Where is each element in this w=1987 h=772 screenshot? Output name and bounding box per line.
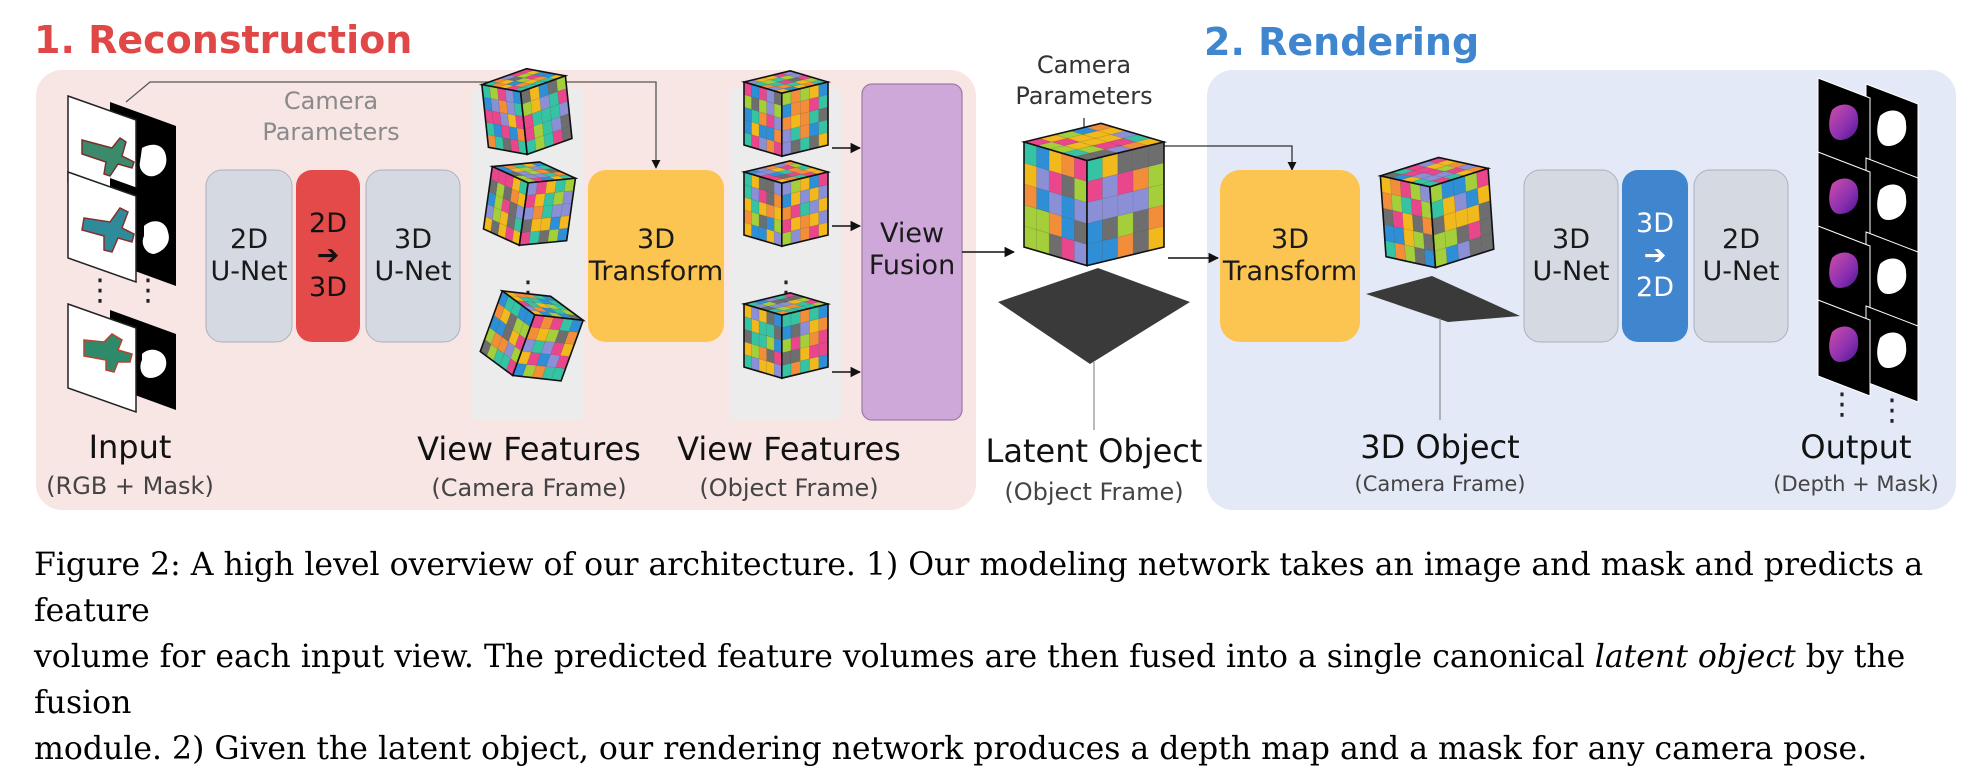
input-images: ⋮ ⋮ <box>67 94 176 414</box>
unet-3d-render-box <box>1523 169 1619 343</box>
camera-parameters-center-label: Camera Parameters <box>1015 51 1153 110</box>
latent-object-cube <box>1020 122 1168 267</box>
output-images <box>1817 77 1919 403</box>
figure-caption-line-2: volume for each input view. The predicte… <box>34 634 1964 726</box>
input-ellipsis-mask: ⋮ <box>133 273 163 308</box>
camera-parameters-connector <box>125 81 661 169</box>
mask-output-tile <box>1865 305 1919 403</box>
output-ellipsis: ⋮ <box>1827 387 1857 422</box>
mask-thumbnail <box>142 221 169 254</box>
transform-recon-label: 3D Transform <box>588 224 724 287</box>
latent-object-subcaption: (Object Frame) <box>1004 478 1184 506</box>
view-features-camera-subcaption: (Camera Frame) <box>431 474 627 502</box>
figure-caption-line-1: Figure 2: A high level overview of our a… <box>34 547 1924 629</box>
figure-caption: Figure 2: A high level overview of our a… <box>34 542 1964 772</box>
unet-3d-render-label: 3D U-Net <box>1532 224 1610 287</box>
unet-3d-label: 3D U-Net <box>374 224 452 287</box>
reconstruction-title: 1. Reconstruction <box>34 18 413 62</box>
object-3d-subcaption: (Camera Frame) <box>1354 472 1526 496</box>
object-3d-caption: 3D Object <box>1360 428 1520 466</box>
object-frame-cube <box>740 159 832 248</box>
unet-2d-box <box>205 169 293 343</box>
input-caption: Input <box>88 428 172 466</box>
view-fusion-label: View Fusion <box>868 218 956 281</box>
object-frame-cube <box>740 69 832 158</box>
figure-caption-line-3: module. 2) Given the latent object, our … <box>34 731 1868 767</box>
camera-frame-cube <box>479 289 586 382</box>
depth-output-tile <box>1817 299 1871 397</box>
camera-frame-cube <box>478 67 573 156</box>
rendering-title: 2. Rendering <box>1204 20 1480 64</box>
unet-3d-box <box>365 169 461 343</box>
depth-output-tile <box>1817 77 1871 175</box>
input-ellipsis: ⋮ <box>85 273 115 308</box>
transform-recon-box <box>588 170 724 342</box>
camera-parameters-label: Camera Parameters <box>262 87 400 146</box>
view-features-object-subcaption: (Object Frame) <box>699 474 879 502</box>
airplane-thumbnail <box>83 333 133 373</box>
input-view-1 <box>67 94 176 210</box>
project-3d-to-2d-box <box>1622 170 1688 342</box>
object-3d-cube <box>1377 156 1495 269</box>
output-ellipsis-mask: ⋮ <box>1877 393 1907 428</box>
caption-text: volume for each input view. The predicte… <box>34 639 1595 675</box>
caption-emphasis: latent object <box>1594 639 1796 675</box>
airplane-thumbnail <box>81 207 135 253</box>
depth-output-tile <box>1817 225 1871 323</box>
object-3d-shadow <box>1366 276 1520 322</box>
unet-2d-label: 2D U-Net <box>210 224 288 287</box>
transform-render-label: 3D Transform <box>1222 224 1358 287</box>
output-subcaption: (Depth + Mask) <box>1773 472 1939 496</box>
unet-2d-render-label: 2D U-Net <box>1702 224 1780 287</box>
mask-output-tile <box>1865 157 1919 255</box>
airplane-thumbnail <box>81 136 135 177</box>
project-3d-to-2d-label: 3D ➔ 2D <box>1636 208 1674 303</box>
transform-render-box <box>1220 170 1360 342</box>
mask-output-tile <box>1865 83 1919 181</box>
mask-thumbnail <box>140 349 167 378</box>
feature-cubes <box>478 67 1495 382</box>
diagram-canvas: ⋮ ⋮ ⋮ ⋮ <box>36 67 1956 510</box>
mask-thumbnail <box>139 144 167 177</box>
unet-2d-render-box <box>1693 169 1789 343</box>
latent-object-shadow <box>998 268 1190 364</box>
view-features-object-caption: View Features <box>677 430 901 468</box>
object-frame-cube <box>740 291 832 380</box>
latent-object-caption: Latent Object <box>985 432 1203 470</box>
input-view-3 <box>67 302 176 414</box>
input-subcaption: (RGB + Mask) <box>46 472 214 500</box>
depth-output-tile <box>1817 151 1871 249</box>
view-features-camera-caption: View Features <box>417 430 641 468</box>
camera-frame-cube <box>482 161 579 247</box>
architecture-figure: ⋮ ⋮ ⋮ ⋮ <box>34 18 1956 767</box>
lift-2d-to-3d-box <box>296 170 360 342</box>
lift-2d-to-3d-label: 2D ➔ 3D <box>309 208 347 303</box>
input-view-2 <box>67 170 176 286</box>
output-caption: Output <box>1800 428 1912 466</box>
